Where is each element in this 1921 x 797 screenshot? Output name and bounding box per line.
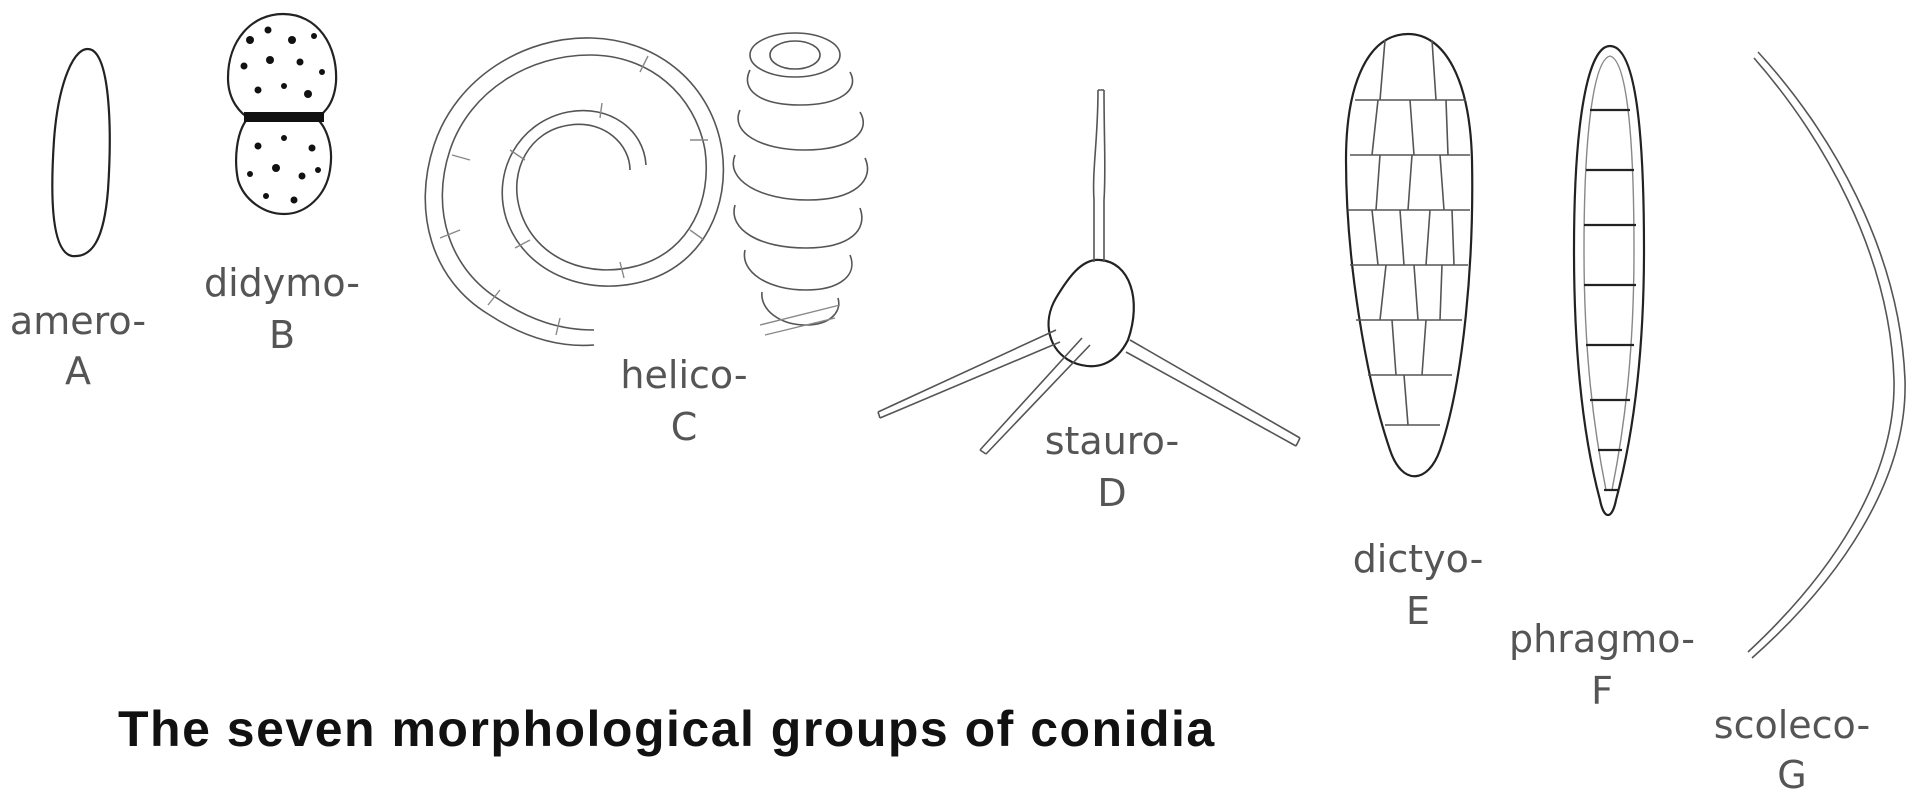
- scoleco-label: scoleco-: [1714, 706, 1870, 744]
- didymo-conidium-drawing: [228, 14, 336, 214]
- phragmo-letter: F: [1591, 672, 1613, 710]
- helico-conidium-drawing: [425, 38, 723, 345]
- dictyo-letter: E: [1406, 592, 1430, 630]
- diagram-caption: The seven morphological groups of conidi…: [118, 700, 1216, 758]
- didymo-label: didymo-: [204, 264, 360, 302]
- helico-letter: C: [671, 408, 698, 446]
- scoleco-letter: G: [1777, 756, 1806, 794]
- didymo-letter: B: [269, 316, 295, 354]
- amero-label: amero-: [10, 302, 146, 340]
- helico-label: helico-: [620, 356, 747, 394]
- scoleco-conidium-drawing: [1748, 52, 1905, 658]
- amero-conidium-drawing: [52, 49, 109, 256]
- stauro-label: stauro-: [1045, 422, 1180, 460]
- dictyo-conidium-drawing: [1346, 34, 1472, 476]
- stauro-letter: D: [1097, 474, 1126, 512]
- dictyo-label: dictyo-: [1353, 540, 1484, 578]
- phragmo-conidium-drawing: [1574, 46, 1644, 515]
- helico-helix-drawing: [733, 33, 867, 335]
- amero-letter: A: [65, 352, 91, 390]
- stauro-conidium-drawing: [878, 90, 1300, 454]
- phragmo-label: phragmo-: [1509, 620, 1695, 658]
